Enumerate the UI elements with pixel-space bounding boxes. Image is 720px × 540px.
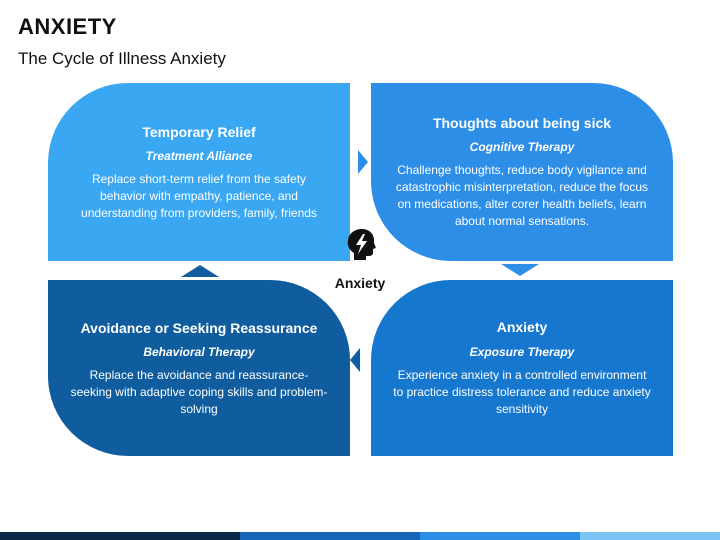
card-therapy: Treatment Alliance [145, 148, 253, 163]
card-heading: Thoughts about being sick [432, 115, 612, 131]
cycle-arrow-left-icon [350, 348, 360, 372]
bottom-bar-segment [420, 532, 580, 540]
card-temporary-relief: Temporary Relief Treatment Alliance Repl… [48, 83, 350, 261]
bottom-color-bar [0, 532, 720, 540]
card-text: Experience anxiety in a controlled envir… [393, 368, 651, 416]
head-lightning-icon [347, 229, 376, 260]
bottom-bar-segment [0, 532, 240, 540]
card-text: Replace short-term relief from the safet… [81, 171, 317, 220]
card-heading: Anxiety [496, 319, 548, 335]
card-avoidance: Avoidance or Seeking Reassurance Behavio… [48, 280, 350, 456]
bottom-bar-segment [240, 532, 420, 540]
card-thoughts-about-being-sick: Thoughts about being sick Cognitive Ther… [371, 83, 673, 261]
page-subtitle: The Cycle of Illness Anxiety [18, 49, 226, 68]
page-title: ANXIETY [18, 14, 117, 39]
card-text: Replace the avoidance and reassurance-se… [70, 367, 328, 416]
card-therapy: Exposure Therapy [469, 345, 575, 359]
bottom-bar-segment [580, 532, 720, 540]
cycle-arrow-right-icon [358, 150, 368, 174]
card-anxiety: Anxiety Exposure Therapy Experience anxi… [371, 280, 673, 456]
card-text: Challenge thoughts, reduce body vigilanc… [395, 163, 649, 228]
card-heading: Avoidance or Seeking Reassurance [80, 319, 318, 336]
cycle-arrow-up-icon [181, 265, 219, 277]
center-label: Anxiety [334, 275, 386, 291]
cycle-arrow-down-icon [501, 264, 539, 276]
card-therapy: Cognitive Therapy [469, 140, 575, 154]
card-therapy: Behavioral Therapy [143, 344, 255, 359]
card-heading: Temporary Relief [142, 123, 256, 140]
